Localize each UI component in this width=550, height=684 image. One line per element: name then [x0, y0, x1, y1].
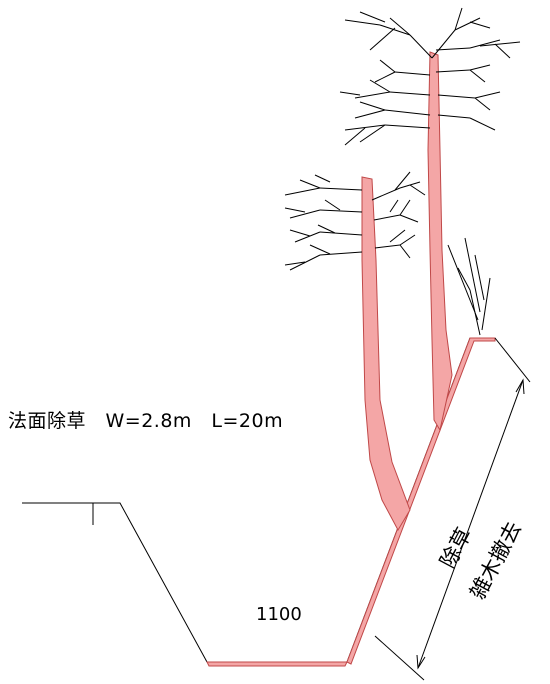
dimension-arrow-bottom	[416, 654, 426, 670]
slope-surface-strip	[346, 337, 496, 665]
ground-profile	[22, 337, 496, 667]
tree-left-branches	[284, 171, 426, 271]
drawing-title: 法面除草 W=2.8m L=20m	[8, 410, 284, 432]
tree-left-trunk	[361, 176, 411, 532]
dimension-arrow-top	[515, 378, 525, 395]
dimension-line	[417, 379, 524, 669]
tree-right-branches	[339, 7, 521, 336]
tree-right-trunk	[427, 51, 453, 432]
dimension-extension-top	[494, 337, 531, 383]
slope-dimension	[374, 337, 531, 681]
ditch-bottom-strip	[206, 661, 348, 667]
tree-right	[339, 7, 521, 432]
ditch-width-label: 1100	[256, 604, 302, 625]
dimension-extension-bottom	[374, 635, 425, 681]
tree-left	[284, 171, 426, 532]
